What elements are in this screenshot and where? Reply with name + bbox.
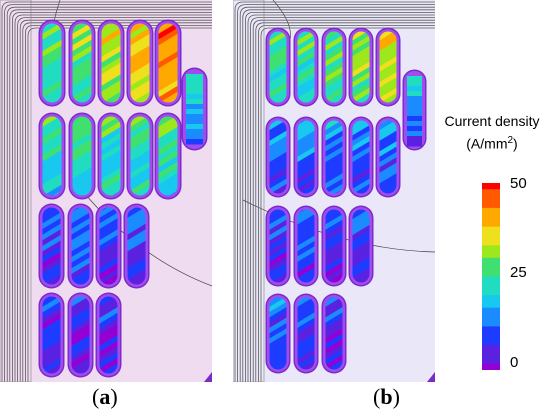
conductor [126,112,154,200]
conductor [375,27,401,107]
conductor [38,112,66,200]
scale-step [482,282,500,290]
scale-step [482,295,500,303]
scale-step [482,351,500,359]
conductor [181,67,208,151]
scale-step [482,214,500,221]
conductor [265,116,291,198]
conductor [293,27,319,107]
conductor [95,203,122,289]
conductor [68,112,96,200]
scale-step [482,326,500,334]
conductor [38,19,66,107]
conductor [375,116,401,198]
conductor [348,27,374,107]
conductor [265,27,291,107]
scale-step [482,239,500,246]
scale-step [482,357,500,365]
conductor [348,205,374,287]
legend-title-line1: Current density [444,113,540,129]
conductor [154,19,182,107]
scale-step [482,232,500,240]
legend-tick-mid: 25 [510,264,527,281]
conductor [97,112,125,200]
scale-step [482,257,500,265]
conductor [293,205,319,287]
scale-step [482,251,500,259]
scale-step [482,320,500,327]
conductor [402,69,427,151]
conductor [68,19,96,107]
conductor [348,116,374,198]
conductor [154,112,182,200]
scale-step [482,288,500,296]
legend-tick-min: 0 [510,354,519,371]
scale-step [482,363,500,371]
scale-step [482,245,500,253]
scale-step [482,220,500,228]
conductor [123,203,150,289]
conductor [38,203,65,289]
scale-step [482,332,500,340]
conductor [38,292,65,378]
panel-b-diagram [233,0,435,382]
scale-step [482,201,500,209]
conductor [321,293,347,374]
conductor [126,19,154,107]
scale-step [482,301,500,309]
scale-step [482,313,500,321]
scale-step [482,189,500,197]
conductor [95,292,122,378]
corner-accent [204,372,212,382]
conductor [67,292,94,378]
panel-b-caption: (b) [373,384,400,409]
scale-step [482,276,500,284]
scale-step [482,207,500,215]
legend-title-line2: (A/mm2) [466,135,518,152]
conductor [293,293,319,374]
corner-accent [427,372,435,382]
scale-step [482,338,500,346]
scale-step [482,307,500,315]
scale-step [482,226,500,234]
conductor [321,27,347,107]
scale-step [482,270,500,278]
legend-tick-max: 50 [510,175,527,192]
scale-step [482,183,500,190]
panel-a-caption: (a) [92,384,118,409]
scale-step [482,345,500,352]
conductor [67,203,94,289]
legend-title: Current density (A/mm2) [436,111,548,154]
conductor [321,116,347,198]
scale-step [482,264,500,271]
conductor [265,293,291,374]
conductor [97,19,125,107]
scale-step [482,195,500,203]
color-scale-bar [482,183,500,371]
conductor [293,116,319,198]
panel-a-diagram [0,0,212,382]
conductor [265,205,291,287]
conductor [321,205,347,287]
